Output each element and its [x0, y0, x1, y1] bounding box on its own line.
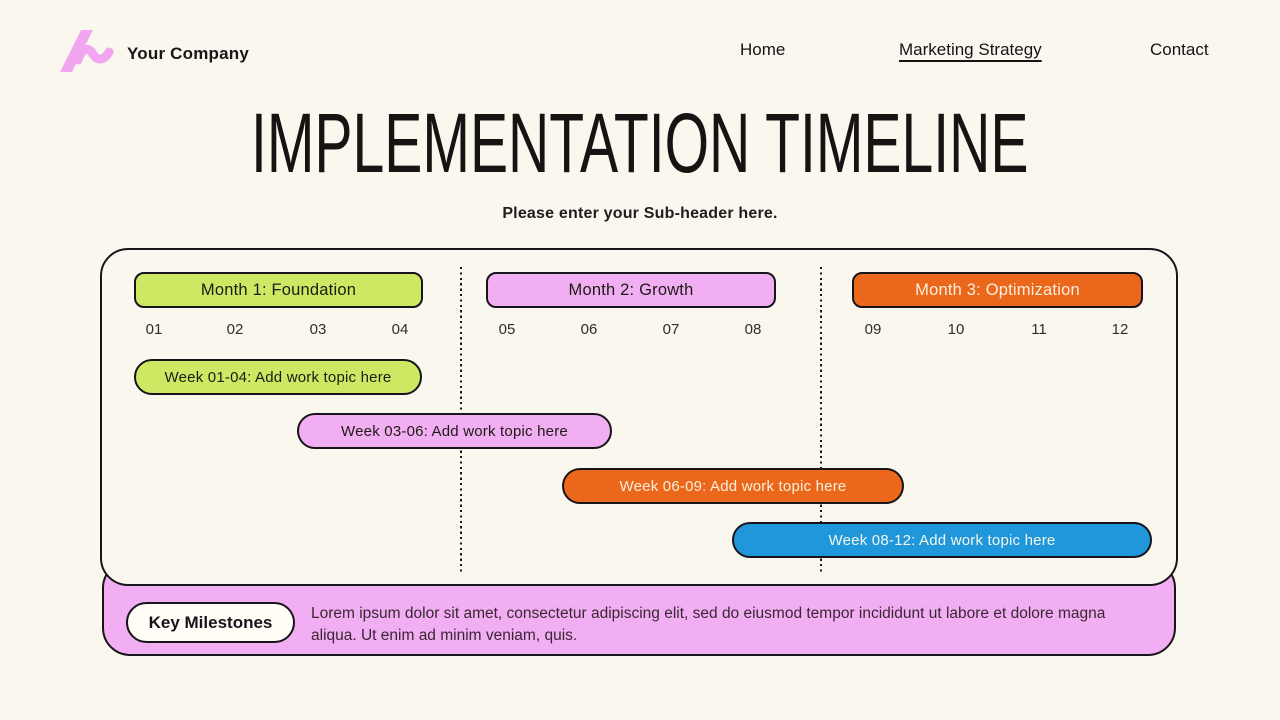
task-bar-week-01-04: Week 01-04: Add work topic here: [134, 359, 422, 395]
week-label-08: 08: [744, 321, 762, 338]
week-label-01: 01: [145, 321, 163, 338]
week-label-02: 02: [226, 321, 244, 338]
month-3-header: Month 3: Optimization: [852, 272, 1143, 308]
key-milestones-badge: Key Milestones: [126, 602, 295, 643]
week-label-05: 05: [498, 321, 516, 338]
brand[interactable]: Your Company: [60, 30, 249, 77]
page-subtitle: Please enter your Sub-header here.: [502, 205, 778, 222]
month-divider-2: [820, 267, 822, 573]
week-label-11: 11: [1031, 321, 1047, 338]
timeline-section: Key Milestones Lorem ipsum dolor sit ame…: [100, 248, 1178, 658]
week-label-07: 07: [662, 321, 680, 338]
page-title: IMPLEMENTATION TIMELINE: [251, 96, 1029, 190]
nav-item-home[interactable]: Home: [740, 40, 786, 59]
brand-squiggle-icon: [60, 30, 114, 77]
week-label-10: 10: [947, 321, 965, 338]
month-1-header: Month 1: Foundation: [134, 272, 423, 308]
nav-item-marketing-strategy[interactable]: Marketing Strategy: [899, 40, 1042, 59]
key-milestones-text: Lorem ipsum dolor sit amet, consectetur …: [311, 605, 1106, 644]
week-label-12: 12: [1111, 321, 1129, 338]
week-label-09: 09: [864, 321, 882, 338]
company-name: Your Company: [127, 43, 250, 63]
week-label-06: 06: [580, 321, 598, 338]
month-2-header: Month 2: Growth: [486, 272, 776, 308]
task-bar-week-08-12: Week 08-12: Add work topic here: [732, 522, 1152, 558]
task-bar-week-06-09: Week 06-09: Add work topic here: [562, 468, 904, 504]
task-bar-week-03-06: Week 03-06: Add work topic here: [297, 413, 612, 449]
timeline-board: Month 1: Foundation Month 2: Growth Mont…: [100, 248, 1178, 586]
nav-item-contact[interactable]: Contact: [1150, 40, 1209, 59]
week-label-03: 03: [309, 321, 327, 338]
week-label-04: 04: [391, 321, 409, 338]
title-wrap: IMPLEMENTATION TIMELINE: [0, 96, 1280, 190]
